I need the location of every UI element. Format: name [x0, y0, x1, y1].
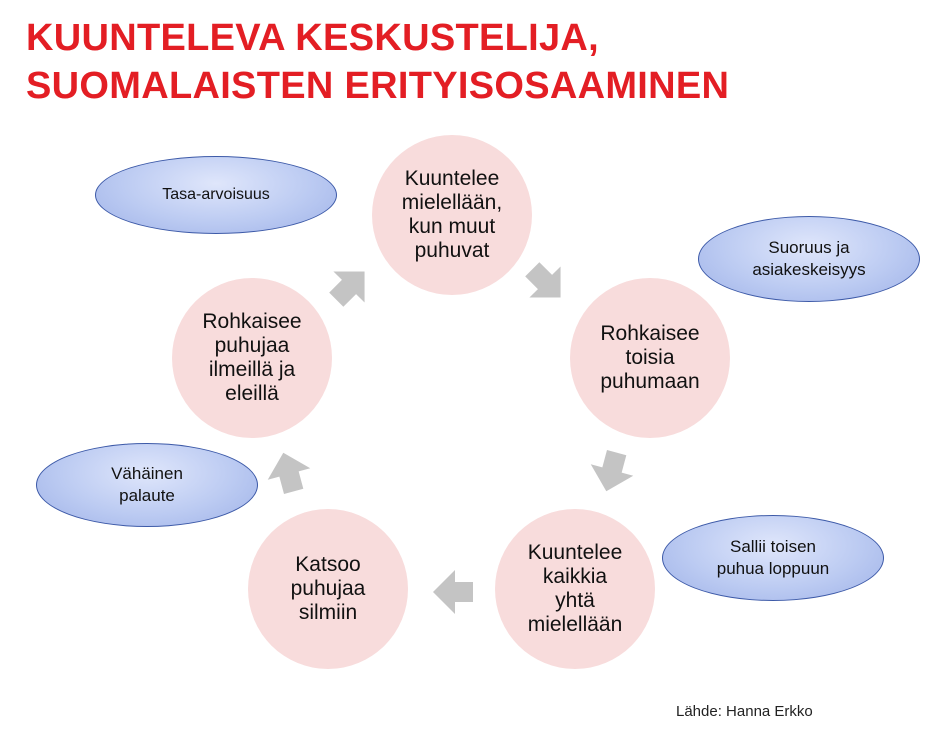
arrow-bottom-left [433, 570, 473, 614]
cycle-node-eye-contact: Katsoo puhujaa silmiin [248, 509, 408, 669]
arrow-top-right [525, 262, 561, 298]
title-line-2: SUOMALAISTEN ERITYISOSAAMINEN [26, 65, 730, 107]
trait-directness: Suoruus ja asiakeskeisyys [698, 216, 920, 302]
page-title: KUUNTELEVA KESKUSTELIJA, SUOMALAISTEN ER… [26, 14, 729, 110]
trait-equality: Tasa-arvoisuus [95, 156, 337, 234]
arrow-right-down [590, 450, 634, 492]
cycle-node-listens-to-all: Kuuntelee kaikkia yhtä mielellään [495, 509, 655, 669]
title-line-1: KUUNTELEVA KESKUSTELIJA, [26, 17, 600, 59]
source-credit: Lähde: Hanna Erkko [676, 703, 813, 720]
cycle-node-encourages-with-gestures: Rohkaisee puhujaa ilmeillä ja eleillä [172, 278, 332, 438]
trait-lets-others-finish: Sallii toisen puhua loppuun [662, 515, 884, 601]
cycle-node-listens-while-others-speak: Kuuntelee mielellään, kun muut puhuvat [372, 135, 532, 295]
arrow-top-left [329, 271, 365, 307]
arrow-left-up [267, 452, 311, 494]
trait-little-feedback: Vähäinen palaute [36, 443, 258, 527]
cycle-node-encourages-others: Rohkaisee toisia puhumaan [570, 278, 730, 438]
